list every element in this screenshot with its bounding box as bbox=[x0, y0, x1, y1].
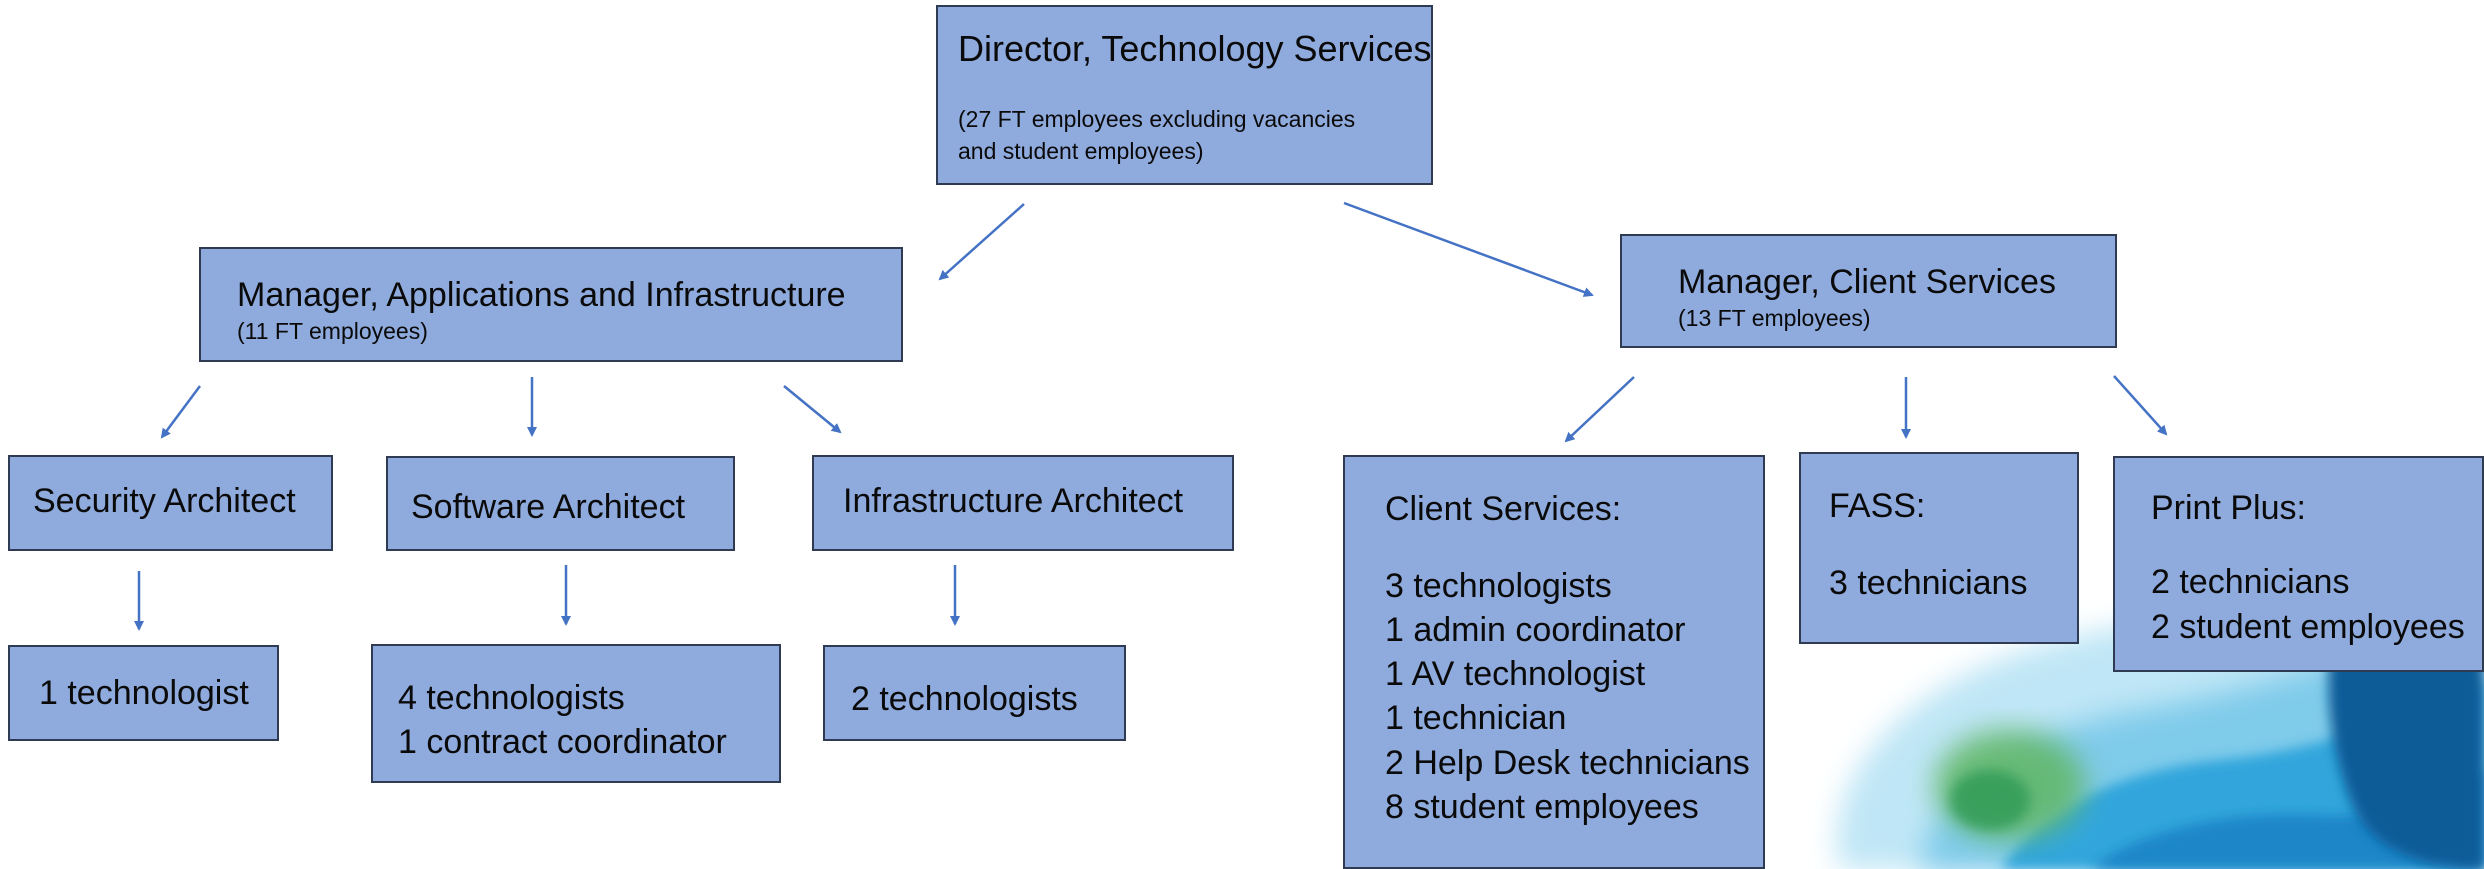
software-staff-box: 4 technologists 1 contract coordinator bbox=[371, 644, 781, 783]
manager-apps-box: Manager, Applications and Infrastructure… bbox=[199, 247, 903, 362]
client-services-title: Client Services: bbox=[1385, 490, 1622, 528]
client-services-item: 1 AV technologist bbox=[1385, 655, 1646, 693]
manager-apps-title: Manager, Applications and Infrastructure bbox=[237, 276, 846, 314]
infrastructure-architect-box: Infrastructure Architect bbox=[812, 455, 1234, 551]
client-services-item: 1 technician bbox=[1385, 699, 1567, 737]
infrastructure-architect-title: Infrastructure Architect bbox=[843, 482, 1184, 520]
manager-apps-note: (11 FT employees) bbox=[237, 318, 428, 344]
manager-client-note: (13 FT employees) bbox=[1678, 305, 1871, 331]
manager-client-title: Manager, Client Services bbox=[1678, 263, 2056, 301]
client-services-box: Client Services: 3 technologists 1 admin… bbox=[1343, 455, 1765, 869]
client-services-item: 2 Help Desk technicians bbox=[1385, 744, 1750, 782]
software-architect-title: Software Architect bbox=[411, 488, 686, 526]
arrow-apps-to-security bbox=[160, 385, 202, 439]
infrastructure-staff-box: 2 technologists bbox=[823, 645, 1126, 741]
software-staff-line2: 1 contract coordinator bbox=[398, 723, 727, 761]
software-staff-line1: 4 technologists bbox=[398, 679, 625, 717]
director-note-line2: and student employees) bbox=[958, 138, 1204, 164]
arrow-client-to-clientservices bbox=[1564, 376, 1635, 443]
security-staff-box: 1 technologist bbox=[8, 645, 279, 741]
infrastructure-staff: 2 technologists bbox=[851, 680, 1078, 718]
security-architect-box: Security Architect bbox=[8, 455, 333, 551]
manager-client-box: Manager, Client Services (13 FT employee… bbox=[1620, 234, 2117, 348]
print-plus-item: 2 technicians bbox=[2151, 563, 2350, 601]
director-box: Director, Technology Services (27 FT emp… bbox=[936, 5, 1433, 185]
arrow-client-to-printplus bbox=[2113, 375, 2168, 436]
print-plus-box: Print Plus: 2 technicians 2 student empl… bbox=[2113, 456, 2484, 672]
client-services-item: 3 technologists bbox=[1385, 567, 1612, 605]
print-plus-title: Print Plus: bbox=[2151, 489, 2306, 527]
arrow-director-to-client bbox=[1343, 201, 1594, 297]
fass-title: FASS: bbox=[1829, 487, 1926, 525]
fass-box: FASS: 3 technicians bbox=[1799, 452, 2079, 644]
arrow-apps-to-infrastructure bbox=[783, 385, 842, 434]
director-title: Director, Technology Services bbox=[958, 28, 1432, 69]
client-services-item: 1 admin coordinator bbox=[1385, 611, 1686, 649]
security-architect-title: Security Architect bbox=[33, 482, 296, 520]
security-staff: 1 technologist bbox=[39, 674, 249, 712]
print-plus-item: 2 student employees bbox=[2151, 608, 2465, 646]
client-services-item: 8 student employees bbox=[1385, 788, 1699, 826]
software-architect-box: Software Architect bbox=[386, 456, 735, 551]
fass-item: 3 technicians bbox=[1829, 564, 2028, 602]
director-note-line1: (27 FT employees excluding vacancies bbox=[958, 106, 1356, 132]
arrow-director-to-apps bbox=[938, 203, 1025, 281]
